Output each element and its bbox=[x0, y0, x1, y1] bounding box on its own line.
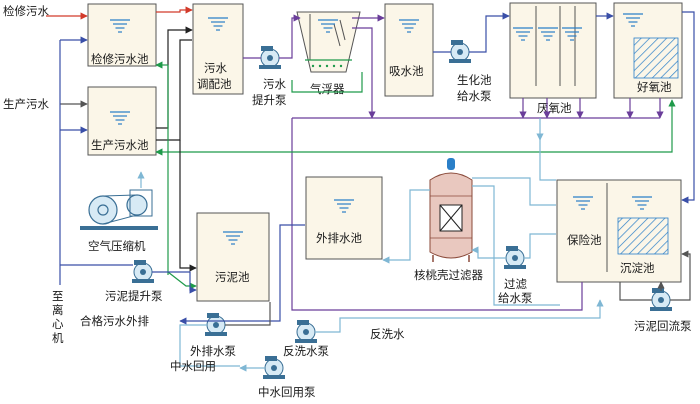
filter-motor-icon bbox=[447, 158, 455, 170]
discharge-tank-label: 外排水池 bbox=[316, 231, 362, 245]
filter-feed-pump-icon bbox=[503, 245, 527, 270]
air-compressor-label: 空气压缩机 bbox=[88, 239, 146, 253]
suction-tank-label: 吸水池 bbox=[389, 64, 424, 78]
to-centrifuge-label-4: 机 bbox=[52, 331, 64, 345]
reclaimed-pump-label: 中水回用泵 bbox=[258, 385, 316, 399]
sludge-tank-label: 污泥池 bbox=[215, 270, 250, 284]
to-centrifuge-label-3: 心 bbox=[52, 317, 64, 331]
sediment-tank-label: 沉淀池 bbox=[620, 261, 655, 275]
anaerobic-tank: 厌氧池 bbox=[509, 2, 597, 115]
regulating-tank-label-1: 污水 bbox=[204, 61, 227, 75]
discharge-pump-icon bbox=[204, 312, 228, 337]
lift-pump-label-2: 提升泵 bbox=[252, 93, 287, 107]
air-supply-line bbox=[167, 99, 676, 275]
maintenance-sewage-tank: 检修污水池 bbox=[87, 3, 157, 67]
backwash-water-pipe bbox=[315, 299, 604, 333]
aerobic-to-sediment-pipe bbox=[681, 11, 695, 204]
reclaimed-water-pipe bbox=[179, 324, 240, 367]
maintenance-to-regulating-pipe bbox=[156, 6, 193, 14]
lift-pump-label-1: 污水 bbox=[263, 77, 286, 91]
lift-pump-to-flotation-pipe bbox=[279, 14, 301, 59]
sludge-return-pump-icon bbox=[649, 287, 673, 312]
regulating-tank: 污水 调配池 bbox=[192, 3, 244, 95]
backwash-pump-label: 反洗水泵 bbox=[283, 344, 329, 358]
safety-tank-label: 保险池 bbox=[567, 233, 602, 247]
maintenance-sewage-label: 检修污水 bbox=[3, 4, 49, 18]
sludge-lift-pump-icon bbox=[131, 259, 155, 284]
anaerobic-tank-label: 厌氧池 bbox=[537, 101, 572, 115]
reclaimed-pump-icon bbox=[262, 355, 286, 380]
sludge-lift-pump-label: 污泥提升泵 bbox=[105, 289, 163, 303]
filter-feed-pipe bbox=[471, 246, 506, 259]
safety-and-sediment-tank: 保险池 沉淀池 bbox=[556, 179, 682, 283]
to-centrifuge-label-1: 至 bbox=[52, 289, 64, 303]
regulating-tank-label-2: 调配池 bbox=[197, 77, 232, 91]
suction-tank: 吸水池 bbox=[384, 3, 434, 97]
walnut-filter-label: 核桃壳过滤器 bbox=[414, 268, 483, 282]
filter-feed-pump-label-1: 过滤 bbox=[504, 277, 527, 291]
biochem-feed-pump-icon bbox=[448, 39, 472, 64]
sludge-return-pump-label: 污泥回流泵 bbox=[634, 319, 692, 333]
air-compressor-icon: 空气压缩机 bbox=[80, 171, 158, 253]
aerobic-tank-label: 好氧池 bbox=[637, 80, 672, 94]
to-centrifuge-label-2: 离 bbox=[52, 303, 64, 317]
sludge-tank: 污泥池 bbox=[196, 212, 270, 302]
air-flotation-label: 气浮器 bbox=[310, 82, 345, 96]
walnut-shell-filter: 核桃壳过滤器 bbox=[414, 158, 483, 282]
aerobic-tank: 好氧池 bbox=[613, 2, 683, 99]
production-sewage-label: 生产污水 bbox=[3, 97, 49, 111]
production-to-regulating-pipe bbox=[156, 26, 193, 129]
discharge-tank: 外排水池 bbox=[305, 176, 383, 260]
air-flotation-unit: 气浮器 bbox=[296, 11, 361, 96]
backwash-water-label: 反洗水 bbox=[370, 327, 405, 341]
maintenance-tank-label: 检修污水池 bbox=[91, 52, 149, 66]
filter-feed-pump-label-2: 给水泵 bbox=[498, 291, 533, 305]
qualified-discharge-label: 合格污水外排 bbox=[80, 314, 149, 328]
biochem-feed-pump-label-1: 生化池 bbox=[457, 73, 492, 87]
production-sewage-tank: 生产污水池 bbox=[87, 86, 157, 156]
production-tank-label: 生产污水池 bbox=[91, 138, 149, 152]
qualified-discharge-pipe bbox=[179, 224, 305, 325]
discharge-pump-label: 外排水泵 bbox=[190, 344, 236, 358]
reclaimed-water-label: 中水回用 bbox=[170, 359, 216, 373]
bio-pump-to-anaerobic-pipe bbox=[469, 12, 510, 53]
sewage-lift-pump-icon bbox=[258, 45, 282, 70]
biochem-feed-pump-label-2: 给水泵 bbox=[457, 89, 492, 103]
backwash-pump-icon bbox=[294, 319, 318, 344]
filter-to-discharge-pipe bbox=[382, 189, 430, 264]
